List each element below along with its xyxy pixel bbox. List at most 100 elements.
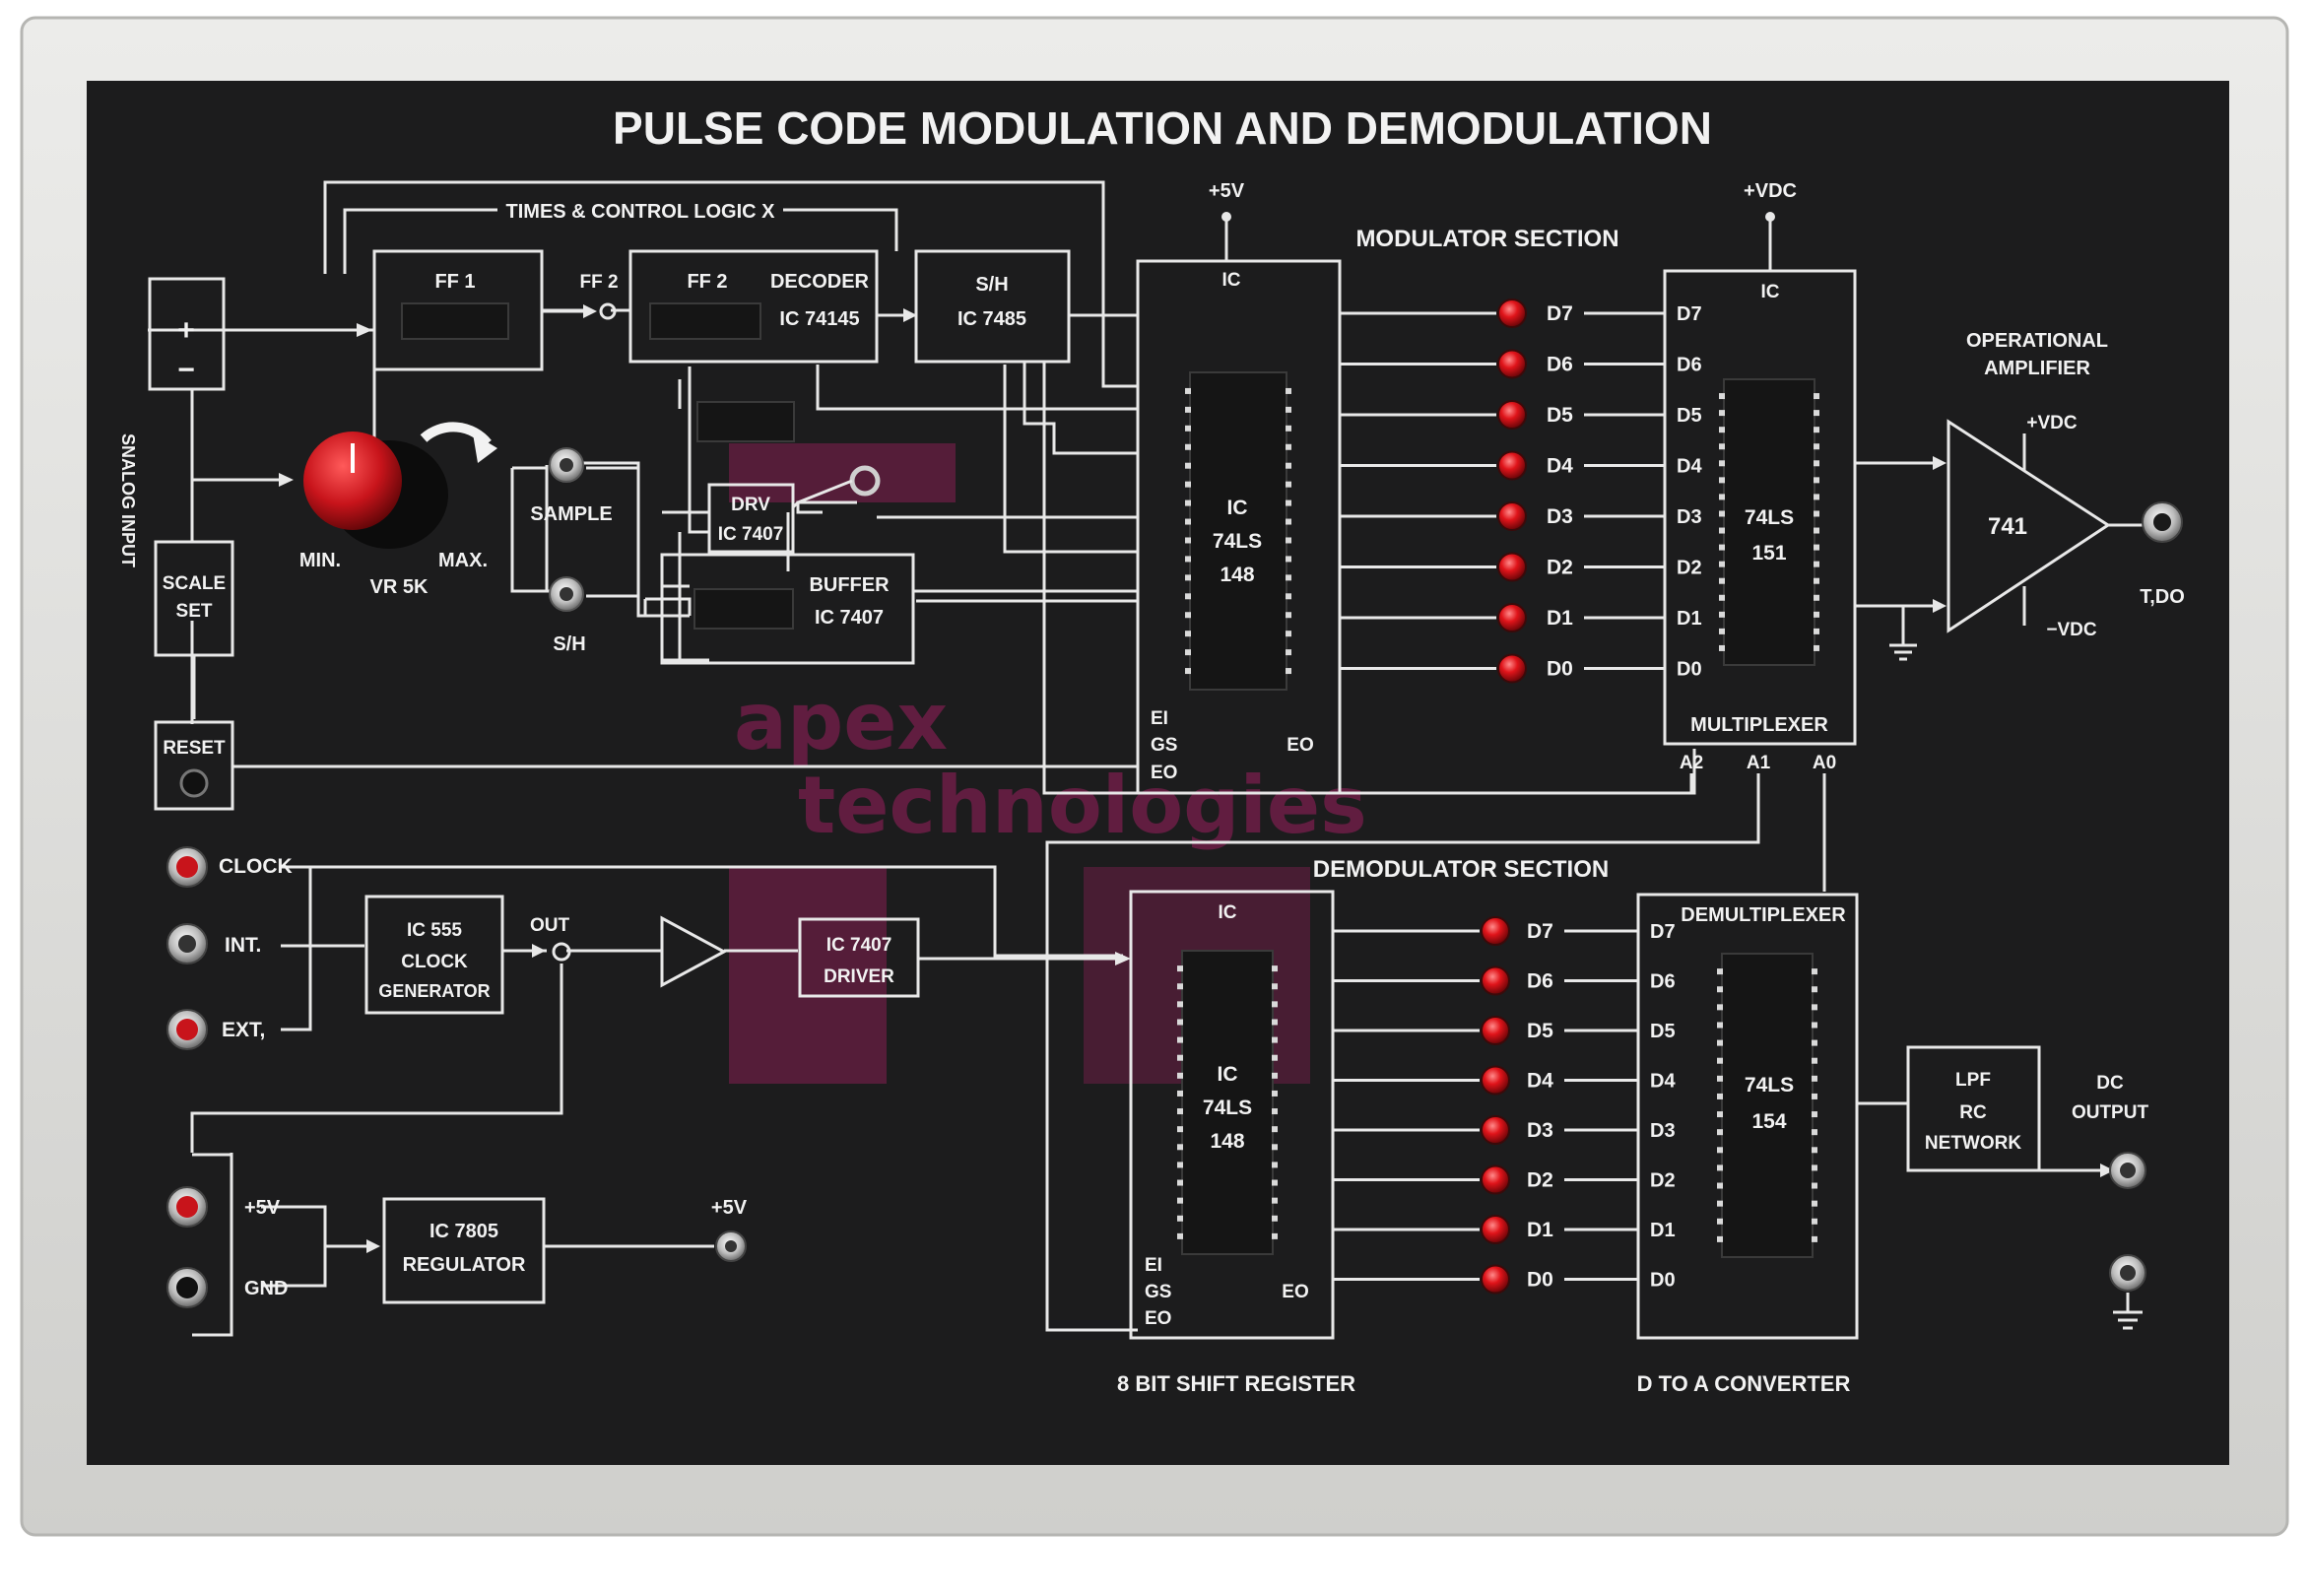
led-d3 xyxy=(1481,1115,1510,1145)
modulator-ic-line3: 148 xyxy=(1220,564,1254,586)
ic555-line1: IC 555 xyxy=(407,920,462,941)
led-d4 xyxy=(1481,1065,1510,1096)
led-label-d5: D5 xyxy=(1527,1020,1553,1042)
sh-ic-number: IC 7485 xyxy=(957,308,1026,330)
chip-pin xyxy=(1814,544,1819,551)
chip-pin xyxy=(1177,1019,1183,1026)
chip-pin xyxy=(1177,1090,1183,1097)
buffer-triangle xyxy=(660,915,728,988)
demodulator-box xyxy=(1129,890,1335,1340)
out-test-point[interactable] xyxy=(552,942,571,962)
demux-chip-pins xyxy=(1717,968,1817,1242)
power-gnd-jack[interactable] xyxy=(166,1267,208,1308)
chip-pin xyxy=(1272,1019,1278,1026)
opamp-wires xyxy=(1855,433,2147,661)
modulator-ic-line1: IC xyxy=(1227,497,1248,519)
regulator-line1: IC 7805 xyxy=(429,1221,498,1242)
sh-toggle[interactable] xyxy=(549,576,584,612)
chip-pin xyxy=(1272,1090,1278,1097)
chip-pin xyxy=(1185,387,1191,394)
input-label-d1: D1 xyxy=(1677,608,1702,630)
input-label-d2: D2 xyxy=(1650,1170,1676,1192)
mux-address-a2: A2 xyxy=(1680,753,1703,773)
chip-pin xyxy=(1286,481,1291,488)
chip-pin xyxy=(1272,1054,1278,1061)
chip-pin xyxy=(1286,631,1291,637)
rotate-arrow-icon xyxy=(420,422,492,447)
opamp-name: 741 xyxy=(1988,513,2027,540)
led-label-d1: D1 xyxy=(1527,1219,1553,1241)
chip-pin xyxy=(1185,481,1191,488)
input-label-d4: D4 xyxy=(1650,1071,1676,1093)
led-label-d6: D6 xyxy=(1527,970,1553,993)
ff2-test-point[interactable] xyxy=(599,302,617,320)
chip-pin xyxy=(1185,406,1191,413)
opamp-vpos: +VDC xyxy=(2026,413,2077,433)
input-label-d5: D5 xyxy=(1677,405,1702,427)
chip-pin xyxy=(1814,577,1819,584)
mux-ic-line2: 151 xyxy=(1751,542,1786,565)
demodulator-pin-eo: EO xyxy=(1145,1308,1171,1329)
mux-ic-top: IC xyxy=(1761,282,1780,302)
input-label-d0: D0 xyxy=(1650,1270,1676,1292)
mux-chip xyxy=(1723,378,1815,666)
power-5v-jack[interactable] xyxy=(166,1186,208,1228)
chip-pin xyxy=(1719,494,1725,500)
demodulator-pin-eo-right: EO xyxy=(1282,1282,1308,1302)
chip-pin xyxy=(1719,594,1725,601)
chip-pin xyxy=(1812,1039,1817,1046)
chip-pin xyxy=(1812,1129,1817,1136)
power-out-label: +5V xyxy=(711,1197,748,1219)
opamp-output-jack[interactable] xyxy=(2142,501,2183,543)
vr5k-knob[interactable] xyxy=(303,432,448,549)
modulator-supply-label: +5V xyxy=(1209,180,1245,202)
chip-pin xyxy=(1177,1232,1183,1239)
mod-feed-wires xyxy=(877,362,1138,793)
chip-pin xyxy=(1272,1001,1278,1008)
opamp-title-1: OPERATIONAL xyxy=(1966,330,2108,352)
clock-jack[interactable] xyxy=(166,846,208,888)
input-label-d3: D3 xyxy=(1650,1120,1676,1142)
chip-pin xyxy=(1717,1129,1723,1136)
power-out-jack[interactable] xyxy=(715,1230,747,1262)
dc-output-jack[interactable] xyxy=(2109,1152,2146,1189)
chip-pin xyxy=(1719,577,1725,584)
demodulator-title: DEMODULATOR SECTION xyxy=(1313,856,1609,883)
int-jack[interactable] xyxy=(166,923,208,964)
reset-button[interactable] xyxy=(179,768,209,798)
led-d0 xyxy=(1481,1264,1510,1295)
plus-sign: + xyxy=(177,314,195,347)
chip-pin xyxy=(1177,983,1183,990)
chip-pin xyxy=(1177,1215,1183,1222)
out-label: OUT xyxy=(530,915,570,936)
chip-pin xyxy=(1719,410,1725,417)
drv-box xyxy=(707,483,795,554)
chip-pin xyxy=(1814,527,1819,534)
chip-pin xyxy=(1812,1022,1817,1029)
ground-jack[interactable] xyxy=(2109,1254,2146,1292)
led-d1 xyxy=(1481,1215,1510,1244)
chip-pin xyxy=(1812,1004,1817,1011)
ext-jack[interactable] xyxy=(166,1009,208,1050)
chip-pin xyxy=(1719,510,1725,517)
chip-pin xyxy=(1814,443,1819,450)
chip-pin xyxy=(1812,1200,1817,1207)
demux-ic-line1: 74LS xyxy=(1745,1074,1794,1097)
ff1-chip xyxy=(401,302,509,340)
int-label: INT. xyxy=(225,934,261,957)
chip-pin xyxy=(1286,649,1291,656)
chip-pin xyxy=(1814,611,1819,618)
chip-pin xyxy=(1185,593,1191,600)
chip-pin xyxy=(1717,1235,1723,1242)
demodulator-chip-pins xyxy=(1177,965,1278,1239)
analog-input-terminal xyxy=(148,277,226,391)
chip-pin xyxy=(1717,1218,1723,1225)
chip-pin xyxy=(1272,1162,1278,1168)
led-d6 xyxy=(1481,965,1510,996)
modulator-ic-line2: 74LS xyxy=(1213,530,1262,553)
sample-toggle[interactable] xyxy=(549,447,584,483)
chip-pin xyxy=(1814,477,1819,484)
knob-min-label: MIN. xyxy=(299,550,341,571)
input-label-d7: D7 xyxy=(1650,921,1676,943)
